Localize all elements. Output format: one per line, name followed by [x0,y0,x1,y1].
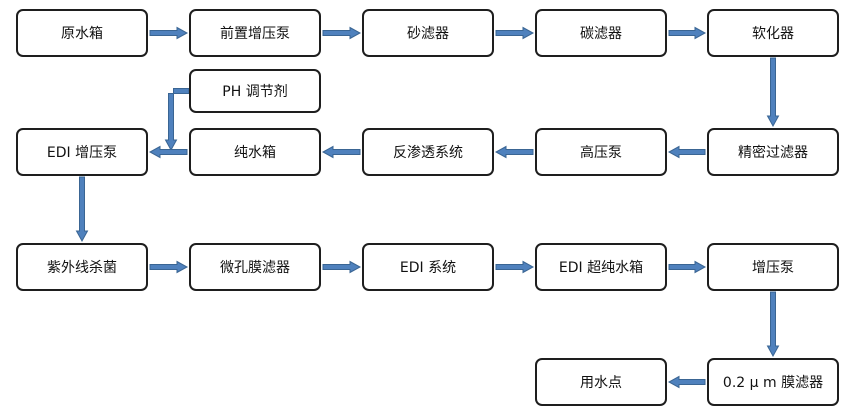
uv-sterilizer-box: 紫外线杀菌 [16,243,148,291]
booster-pump-box: 增压泵 [707,243,839,291]
softener-box: 软化器 [707,9,839,57]
ph-regulator-label: PH 调节剂 [222,84,288,100]
edi-ultrapure-water-tank-label: EDI 超纯水箱 [558,260,644,276]
high-pressure-pump-label: 高压泵 [580,145,622,161]
softener-label: 软化器 [752,26,794,42]
arrow-precision-filter-to-high-pressure-pump [667,145,706,159]
raw-water-tank-box: 原水箱 [16,9,148,57]
edi-booster-pump-box: EDI 增压泵 [16,128,148,176]
arrow-reverse-osmosis-system-to-pure-water-tank [321,145,361,159]
microporous-membrane-filter-label: 微孔膜滤器 [220,260,290,276]
point-of-use-box: 用水点 [535,358,667,406]
pre-booster-pump-box: 前置增压泵 [189,9,321,57]
arrow-edi-ultrapure-water-tank-to-booster-pump [668,260,707,274]
arrow-edi-booster-pump-to-uv-sterilizer [75,176,89,243]
carbon-filter-box: 碳滤器 [535,9,667,57]
edi-ultrapure-water-tank-box: EDI 超纯水箱 [535,243,667,291]
reverse-osmosis-system-label: 反渗透系统 [393,145,463,161]
arrow-ph-regulator-to-edi-booster-pump [164,88,190,152]
arrow-carbon-filter-to-softener [668,26,707,40]
microporous-membrane-filter-box: 微孔膜滤器 [189,243,321,291]
edi-system-box: EDI 系统 [362,243,494,291]
sand-filter-box: 砂滤器 [362,9,494,57]
arrow-edi-system-to-edi-ultrapure-water-tank [495,260,535,274]
reverse-osmosis-system-box: 反渗透系统 [362,128,494,176]
arrow-pure-water-tank-to-edi-booster-pump [148,145,188,159]
edi-booster-pump-label: EDI 增压泵 [46,145,118,161]
point-of-use-label: 用水点 [580,375,622,391]
booster-pump-label: 增压泵 [752,260,794,276]
ph-regulator-box: PH 调节剂 [189,69,321,113]
sand-filter-label: 砂滤器 [407,26,449,42]
precision-filter-box: 精密过滤器 [707,128,839,176]
arrow-sand-filter-to-carbon-filter [495,26,535,40]
arrow-high-pressure-pump-to-reverse-osmosis-system [494,145,534,159]
pure-water-tank-box: 纯水箱 [189,128,321,176]
arrow-uv-sterilizer-to-microporous-membrane-filter [149,260,189,274]
arrow-microporous-membrane-filter-to-edi-system [322,260,362,274]
pre-booster-pump-label: 前置增压泵 [220,26,290,42]
precision-filter-label: 精密过滤器 [738,145,808,161]
carbon-filter-label: 碳滤器 [580,26,622,42]
membrane-filter-0-2um-label: 0.2 μ m 膜滤器 [722,375,824,391]
arrow-raw-water-tank-to-pre-booster-pump [149,26,189,40]
membrane-filter-0-2um-box: 0.2 μ m 膜滤器 [707,358,839,406]
pure-water-tank-label: 纯水箱 [234,145,276,161]
uv-sterilizer-label: 紫外线杀菌 [47,260,117,276]
arrow-membrane-filter-0-2um-to-point-of-use [667,375,706,389]
high-pressure-pump-box: 高压泵 [535,128,667,176]
arrow-pre-booster-pump-to-sand-filter [322,26,362,40]
arrow-softener-to-precision-filter [766,57,780,128]
arrow-booster-pump-to-membrane-filter-0-2um [766,291,780,358]
raw-water-tank-label: 原水箱 [61,26,103,42]
edi-system-label: EDI 系统 [399,260,457,276]
